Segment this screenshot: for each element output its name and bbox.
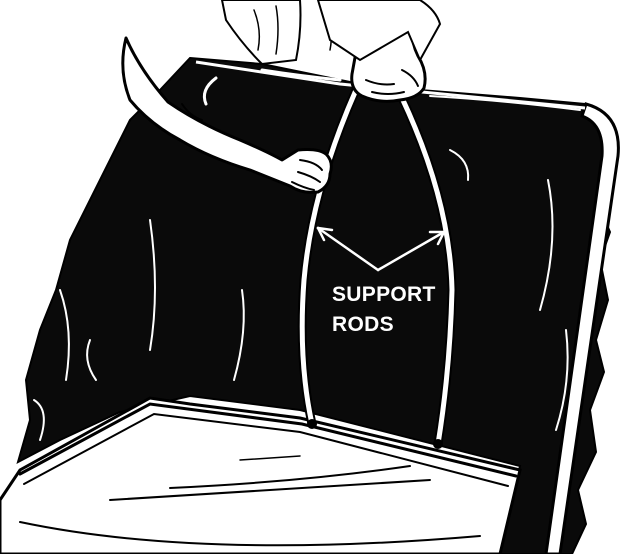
rod-foot-right <box>433 439 443 449</box>
rod-foot-left <box>307 419 317 429</box>
callout-label-line2: RODS <box>332 313 394 336</box>
sleeve-left <box>222 0 301 64</box>
callout-label-line1: SUPPORT <box>332 283 436 306</box>
